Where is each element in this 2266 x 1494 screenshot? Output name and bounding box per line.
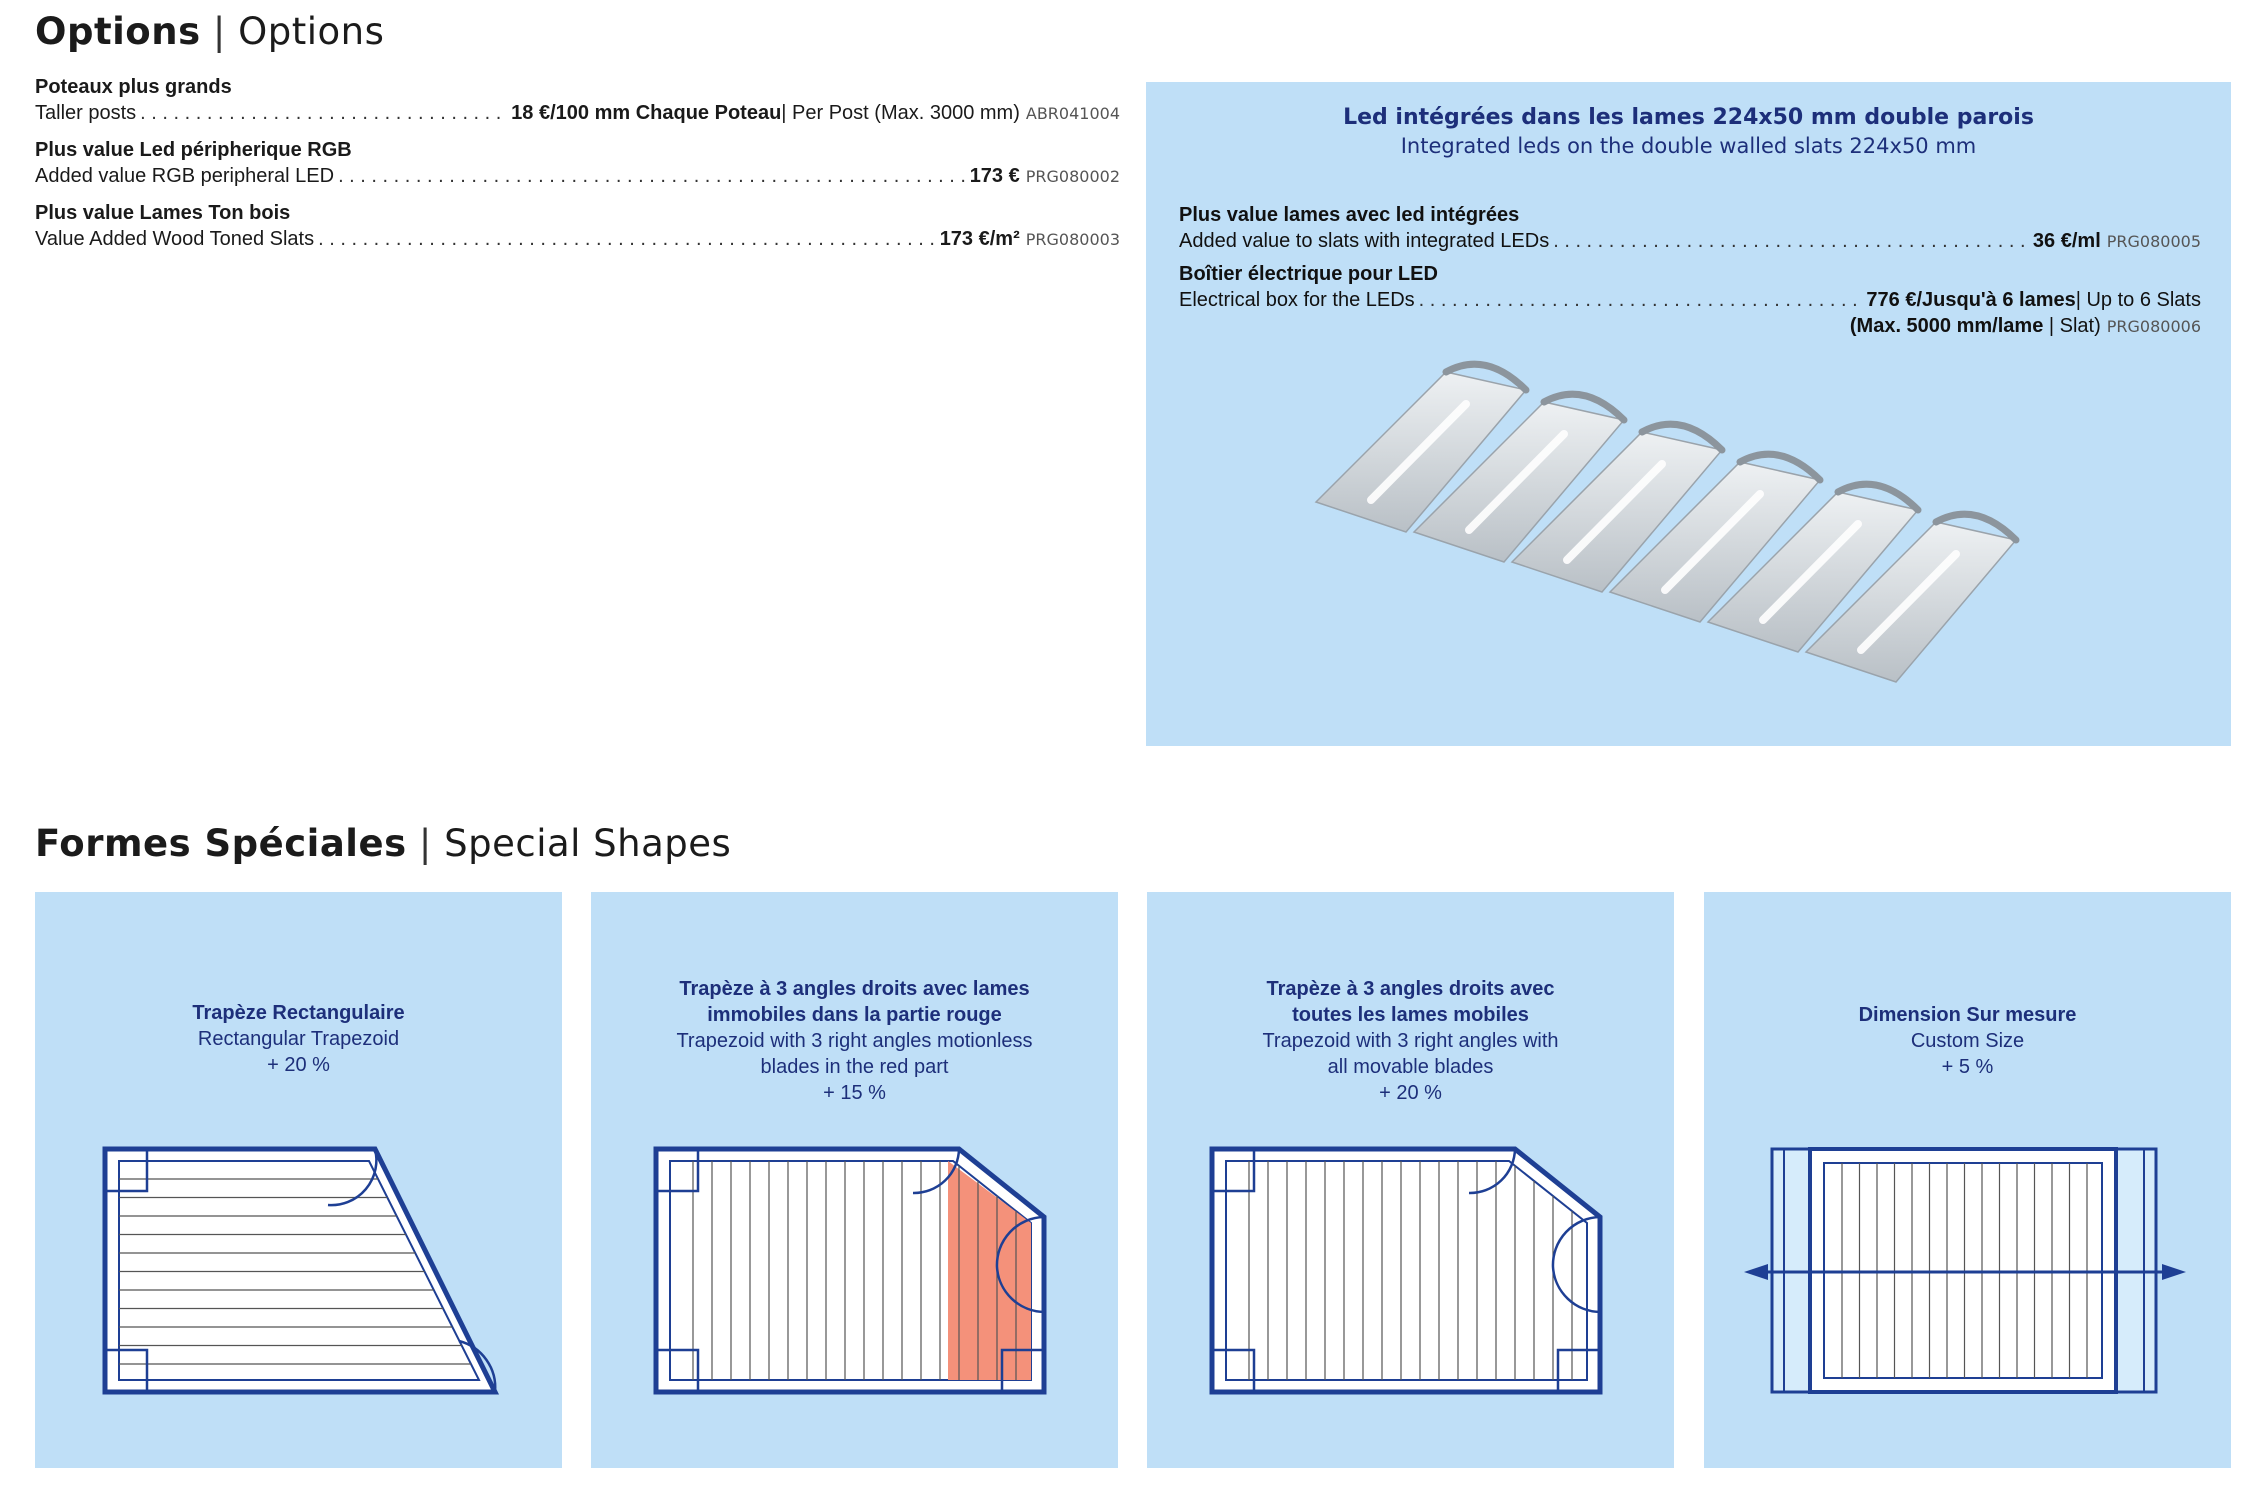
custom-size-diagram bbox=[1744, 1147, 2186, 1394]
shape-card-trapezoid-movable: Trapèze à 3 angles droits avec toutes le… bbox=[1147, 892, 1674, 1468]
rectangular-trapezoid-diagram bbox=[102, 1146, 500, 1395]
leader-dots bbox=[338, 163, 966, 189]
special-shapes-heading: Formes Spéciales | Special Shapes bbox=[35, 822, 732, 865]
led-slats-panel: Led intégrées dans les lames 224x50 mm d… bbox=[1146, 82, 2231, 746]
slat-profile-edge bbox=[1834, 480, 1922, 514]
led-panel-title: Led intégrées dans les lames 224x50 mm d… bbox=[1343, 105, 2034, 158]
options-heading: Options | Options bbox=[35, 10, 385, 53]
trapezoid-movable-diagram bbox=[1209, 1146, 1603, 1395]
slat-profile-edge bbox=[1638, 420, 1726, 454]
led-light-strip bbox=[1563, 460, 1666, 564]
slat-profile-edge bbox=[1932, 510, 2020, 544]
shape-caption: Dimension Sur mesure Custom Size + 5 % bbox=[1858, 1004, 2077, 1078]
leader-dots bbox=[1553, 228, 2029, 254]
led-light-strip bbox=[1661, 490, 1764, 594]
leader-dots bbox=[140, 100, 507, 126]
led-slats-illustration bbox=[1314, 360, 2020, 683]
option-integrated-led: Plus value lames avec led intégrées Adde… bbox=[1179, 202, 2201, 255]
slat-profile-edge bbox=[1540, 390, 1628, 424]
shape-caption: Trapèze à 3 angles droits avec toutes le… bbox=[1262, 978, 1559, 1104]
led-box-max-length: (Max. 5000 mm/lame | Slat)PRG080006 bbox=[1849, 315, 2201, 337]
led-light-strip bbox=[1857, 550, 1960, 654]
shape-caption: Trapèze à 3 angles droits avec lames imm… bbox=[676, 978, 1033, 1104]
led-price-list: Plus value lames avec led intégrées Adde… bbox=[1179, 202, 2201, 346]
option-led-electrical-box: Boîtier électrique pour LED Electrical b… bbox=[1179, 261, 2201, 340]
slat-profile-edge bbox=[1736, 450, 1824, 484]
leader-dots bbox=[318, 226, 936, 252]
shape-card-rectangular-trapezoid: Trapèze Rectangulaire Rectangular Trapez… bbox=[35, 892, 562, 1468]
shape-card-trapezoid-motionless: Trapèze à 3 angles droits avec lames imm… bbox=[591, 892, 1118, 1468]
option-taller-posts: Poteaux plus grands Taller posts 18 €/10… bbox=[35, 74, 1120, 127]
option-rgb-led: Plus value Led péripherique RGB Added va… bbox=[35, 137, 1120, 190]
slat-profile-edge bbox=[1442, 360, 1530, 394]
led-light-strip bbox=[1367, 400, 1470, 504]
options-price-list: Poteaux plus grands Taller posts 18 €/10… bbox=[35, 74, 1120, 263]
arrow-left-icon bbox=[1744, 1264, 1768, 1280]
arrow-right-icon bbox=[2162, 1264, 2186, 1280]
shape-caption: Trapèze Rectangulaire Rectangular Trapez… bbox=[192, 1002, 405, 1076]
trapezoid-motionless-diagram bbox=[653, 1146, 1047, 1395]
shape-card-custom-size: Dimension Sur mesure Custom Size + 5 % bbox=[1704, 892, 2231, 1468]
led-light-strip bbox=[1465, 430, 1568, 534]
option-wood-slats: Plus value Lames Ton bois Value Added Wo… bbox=[35, 200, 1120, 253]
led-light-strip bbox=[1759, 520, 1862, 624]
leader-dots bbox=[1419, 287, 1863, 313]
